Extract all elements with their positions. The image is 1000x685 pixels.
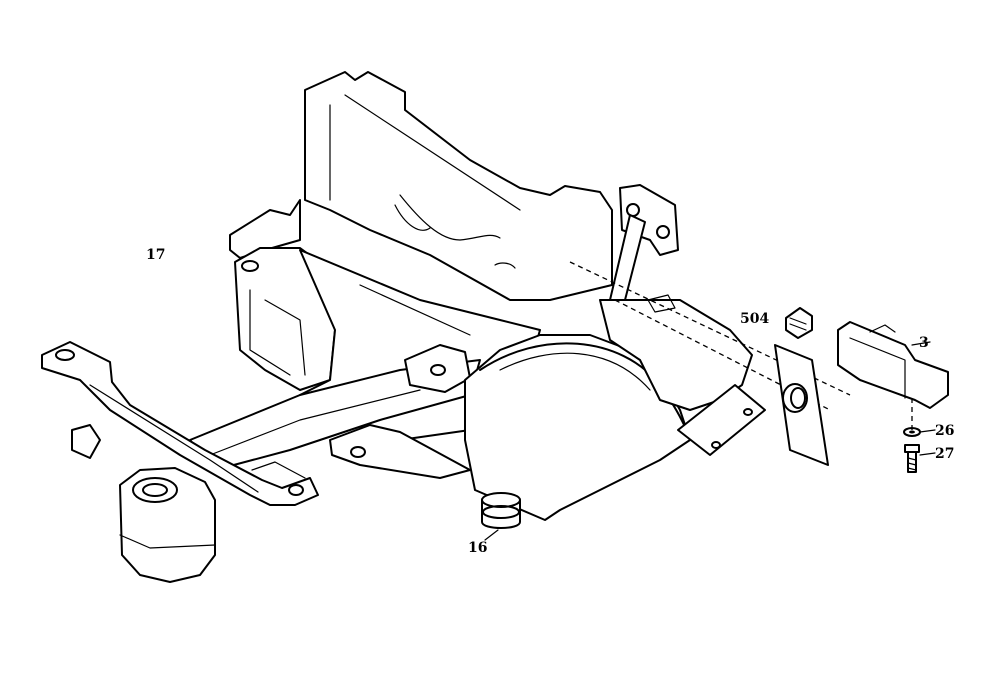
bolt-part (904, 444, 920, 473)
callout-17: 17 (146, 247, 165, 263)
callout-3: 3 (919, 335, 929, 351)
left-upper-tab (229, 199, 301, 259)
callout-504: 504 (740, 311, 769, 327)
left-lower-tab (71, 424, 101, 459)
bolt-shank (907, 451, 917, 473)
gasket-plate-part (774, 344, 829, 466)
gasket-plate (774, 344, 829, 466)
kingpin-housing (119, 467, 216, 583)
callout-27: 27 (935, 446, 954, 462)
bracket-body (837, 321, 949, 409)
callout-16: 16 (468, 540, 487, 556)
leader-lines (484, 341, 936, 541)
bolt-head (904, 444, 920, 453)
explode-line-upper (569, 261, 851, 396)
module-board (785, 307, 813, 339)
module-part (785, 307, 813, 339)
left-arm-beam (41, 341, 319, 506)
bracket-part (837, 321, 949, 409)
rear-wall-panel (304, 71, 613, 301)
plug-part (481, 492, 521, 529)
callout-26: 26 (935, 423, 954, 439)
right-lower-flap (677, 384, 766, 456)
main-frame-assembly (41, 71, 766, 583)
lower-front-lug (329, 424, 471, 479)
